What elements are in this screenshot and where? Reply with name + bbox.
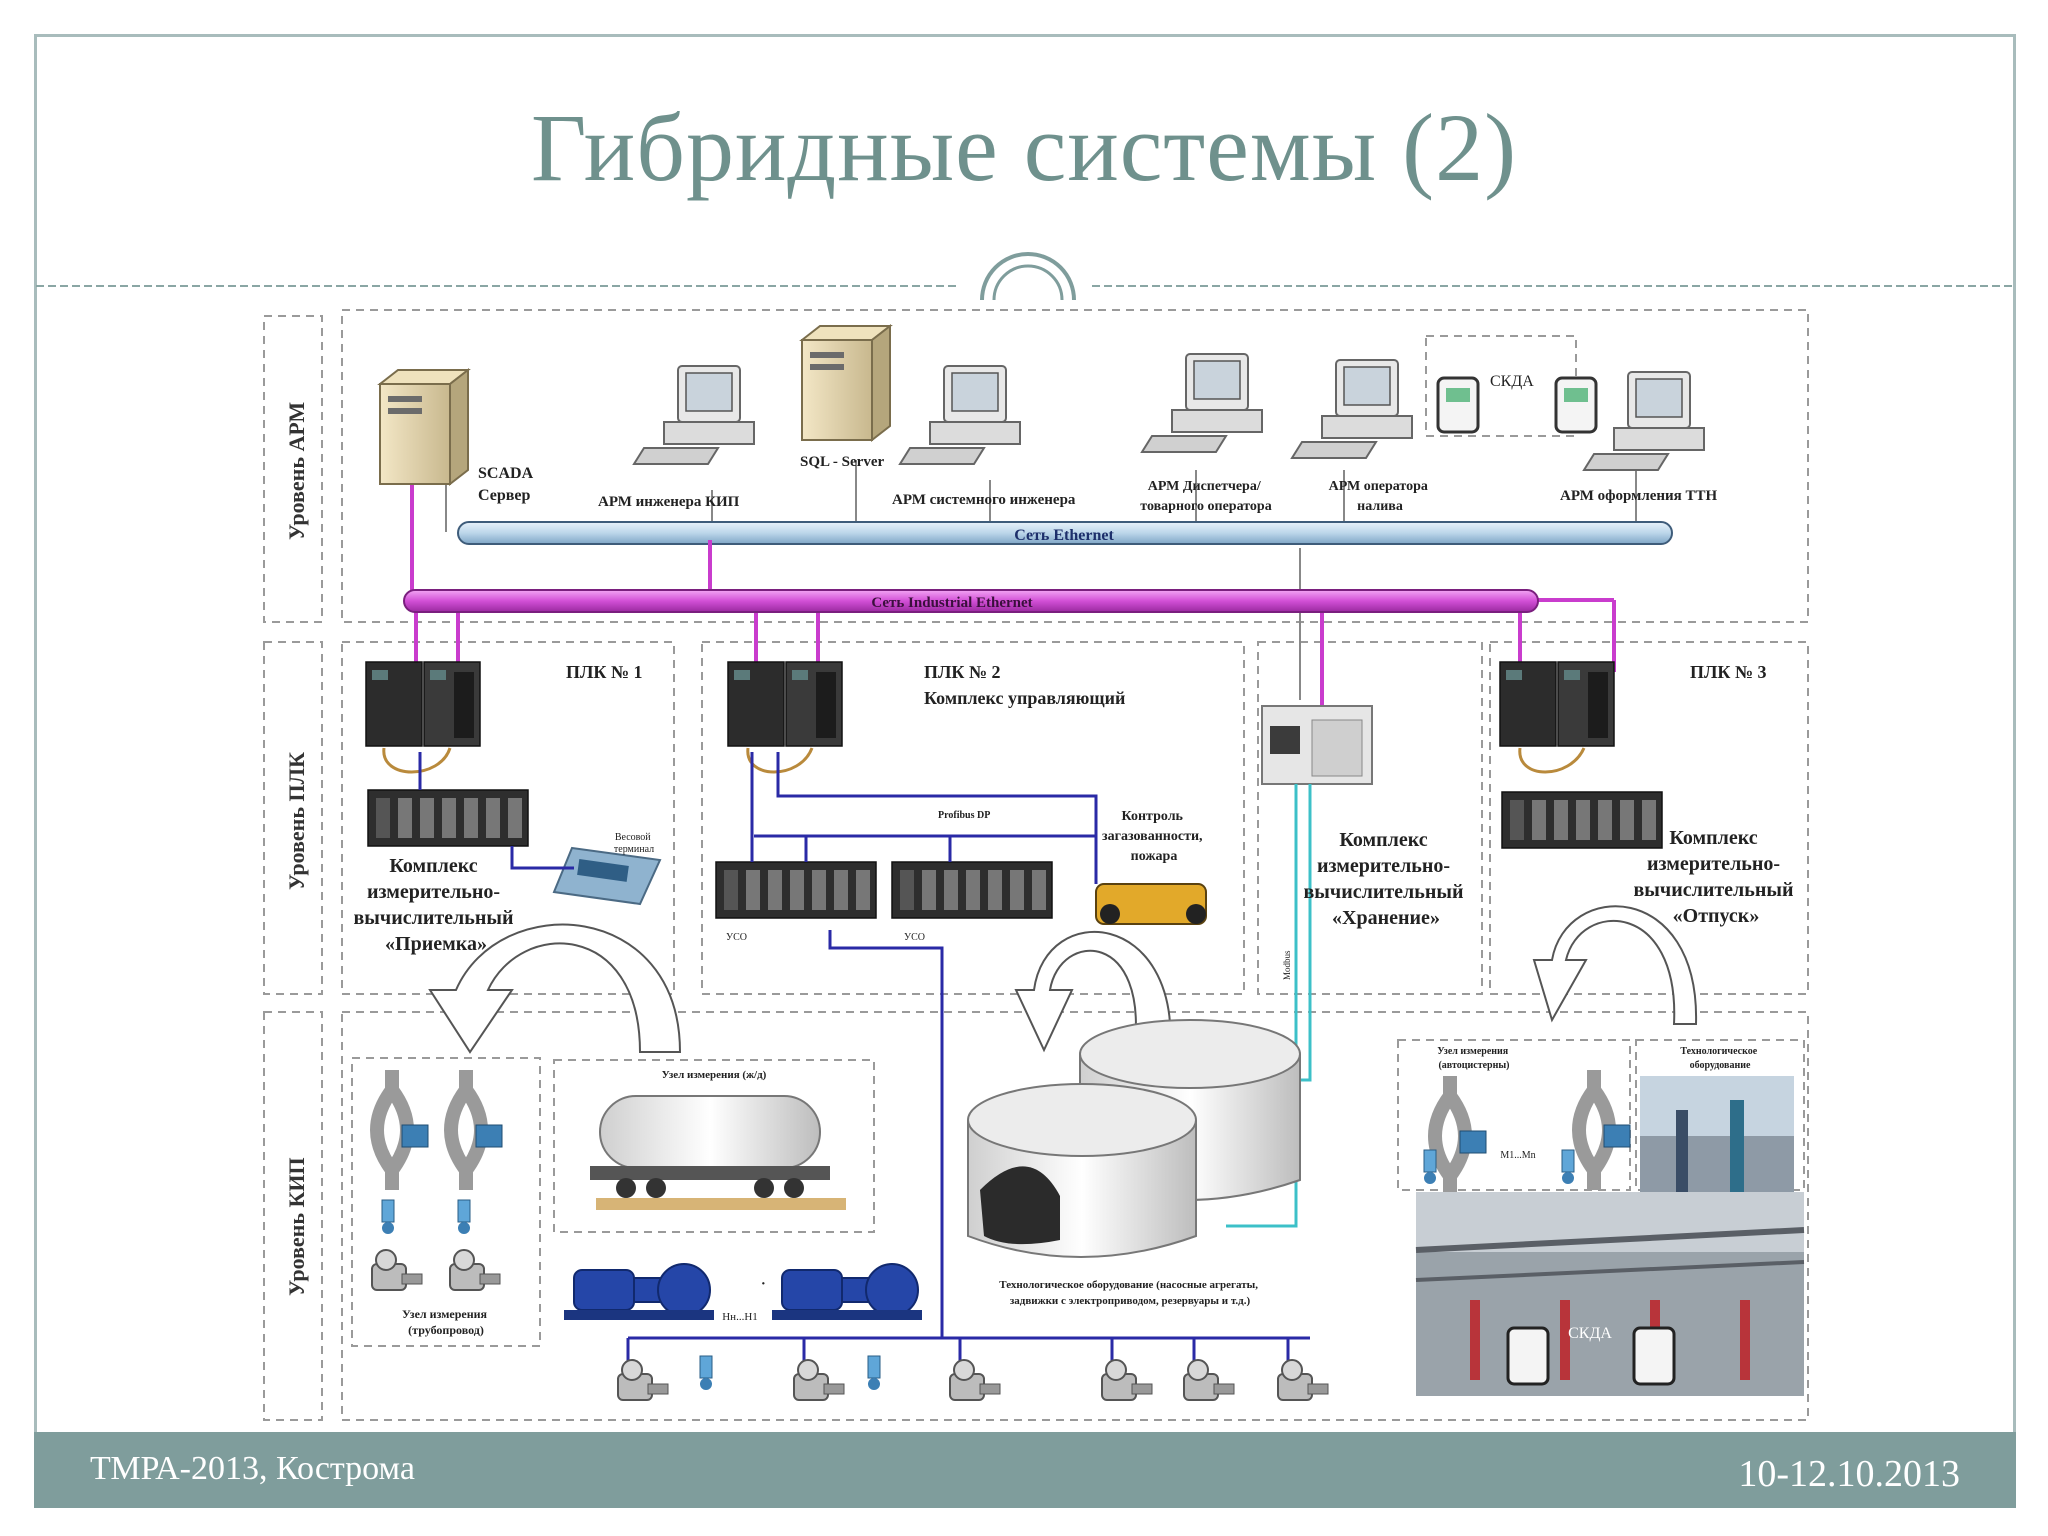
node-auto-label-2: (автоцистерны): [1438, 1060, 1509, 1071]
slide-footer: ТМРА-2013, Кострома 10-12.10.2013: [34, 1432, 2016, 1508]
arrow-release: [1532, 905, 1698, 1025]
arrow-receive: [428, 923, 682, 1054]
arm-sys-label: АРМ системного инженера: [892, 492, 1076, 508]
ethernet-bus: [457, 521, 1673, 545]
node-auto-label-1: Узел измерения: [1437, 1046, 1508, 1057]
arm-ttn-label: АРМ оформления ТТН: [1560, 488, 1718, 504]
weigh-terminal-icon: [552, 846, 662, 906]
uso2-label: УСО: [904, 932, 925, 943]
loading-facility-photo: [1415, 1076, 1805, 1396]
complex-release-label-4: «Отпуск»: [1673, 905, 1760, 927]
title-divider: [36, 252, 2012, 301]
complex-receive-label-1: Комплекс: [389, 855, 477, 877]
sql-label: SQL - Server: [800, 454, 884, 470]
storage-controller-icon: [1261, 705, 1373, 785]
arrow-storage: [1014, 931, 1172, 1053]
plc2-label-1: ПЛК № 2: [924, 662, 1001, 682]
plc1-label: ПЛК № 1: [566, 662, 643, 682]
arm-kip-label: АРМ инженера КИП: [598, 494, 740, 510]
complex-receive-label-4: «Приемка»: [385, 933, 487, 955]
complex-storage-label-3: вычислительный: [1304, 881, 1464, 903]
uso1-label: УСО: [726, 932, 747, 943]
rail-tank-car-icon: [590, 1095, 846, 1210]
slide-title: Гибридные системы (2): [530, 94, 1518, 201]
svg-text:Комплекс измерительно-: Комплекс измерительно- вычислительный «Х…: [1304, 829, 1469, 929]
complex-receive-label-2: измерительно-: [367, 881, 500, 903]
complex-receive-label-3: вычислительный: [354, 907, 514, 929]
svg-text:Контроль загазованности,: Контроль загазованности, пожара: [1102, 809, 1206, 864]
svg-text:Технологическое оборудование (: Технологическое оборудование (насосные а…: [999, 1279, 1260, 1307]
plc2-label-2: Комплекс управляющий: [924, 688, 1125, 708]
gas-detector-icon: [1095, 883, 1207, 925]
tech-equipment-label-2: задвижки с электроприводом, резервуары и…: [1010, 1295, 1251, 1307]
level-label-arm: Уровень АРМ: [284, 402, 309, 540]
scada-label-2: Сервер: [478, 487, 530, 504]
ethernet-label: Сеть Ethernet: [1014, 527, 1114, 544]
gas-label-2: загазованности,: [1102, 829, 1203, 844]
skda-photo-label: СКДА: [1568, 1325, 1612, 1342]
skda-label: СКДА: [1490, 373, 1534, 390]
svg-text:ПЛК № 2 Комплекс управляющ: ПЛК № 2 Комплекс управляющий: [924, 662, 1125, 708]
node-rail-label: Узел измерения (ж/д): [662, 1069, 767, 1081]
complex-release-label-3: вычислительный: [1634, 879, 1794, 901]
complex-storage-label-2: измерительно-: [1317, 855, 1450, 877]
footer-conference: ТМРА-2013, Кострома: [90, 1450, 415, 1487]
svg-text:Узел измерения (трубопрово: Узел измерения (трубопровод): [402, 1307, 490, 1337]
gas-label-3: пожара: [1131, 849, 1178, 864]
profibus-label: Profibus DP: [938, 810, 990, 821]
svg-text:АРМ Диспетчера/ товарного: АРМ Диспетчера/ товарного оператора: [1140, 479, 1271, 514]
svg-text:Комплекс измерительно-: Комплекс измерительно- вычислительный «П…: [354, 855, 519, 955]
plc3-label: ПЛК № 3: [1690, 662, 1767, 682]
industrial-ethernet-label: Сеть Industrial Ethernet: [871, 595, 1032, 611]
pumps-range-label: Нн...Н1: [722, 1311, 758, 1323]
arm-filling-label-1: АРМ оператора: [1329, 479, 1428, 494]
complex-release-label-1: Комплекс: [1669, 827, 1757, 849]
arm-dispatcher-label-1: АРМ Диспетчера/: [1148, 479, 1262, 494]
complex-storage-label-4: «Хранение»: [1332, 907, 1440, 929]
tech-equipment2-label-1: Технологическое: [1680, 1046, 1757, 1057]
level-label-plc: Уровень ПЛК: [284, 752, 309, 890]
gas-label-1: Контроль: [1122, 809, 1184, 824]
svg-text:АРМ оператора налива: АРМ оператора налива: [1329, 479, 1432, 514]
svg-text:Технологическое оборудован: Технологическое оборудование: [1680, 1046, 1759, 1071]
modbus-label: Modbus: [1282, 950, 1292, 980]
scada-label-1: SCADA: [478, 465, 534, 482]
tech-equipment2-label-2: оборудование: [1690, 1060, 1751, 1071]
arm-dispatcher-label-2: товарного оператора: [1140, 499, 1271, 514]
m-range-label: М1...Мn: [1500, 1150, 1535, 1161]
industrial-ethernet-bus: [403, 589, 1539, 613]
complex-release-label-2: измерительно-: [1647, 853, 1780, 875]
weigh-label-2: терминал: [614, 844, 654, 855]
node-pipeline-label-1: Узел измерения: [402, 1307, 488, 1321]
storage-tanks-icon: [967, 1019, 1301, 1258]
svg-text:SCADA Сервер: SCADA Сервер: [478, 465, 536, 504]
tech-equipment-label-1: Технологическое оборудование (насосные а…: [999, 1279, 1258, 1291]
dot-sep-1: ·: [760, 1273, 767, 1295]
svg-text:Комплекс измерительно-: Комплекс измерительно- вычислительный «О…: [1634, 827, 1799, 927]
svg-text:Весовой терминал: Весовой терминал: [614, 832, 654, 855]
arm-filling-label-2: налива: [1357, 499, 1403, 514]
level-label-kip: Уровень КИП: [284, 1157, 309, 1296]
weigh-label-1: Весовой: [615, 832, 651, 843]
complex-storage-label-1: Комплекс: [1339, 829, 1427, 851]
footer-date: 10-12.10.2013: [1738, 1453, 1960, 1495]
node-pipeline-label-2: (трубопровод): [408, 1323, 484, 1337]
svg-text:Узел измерения (автоцистер: Узел измерения (автоцистерны): [1437, 1046, 1510, 1071]
